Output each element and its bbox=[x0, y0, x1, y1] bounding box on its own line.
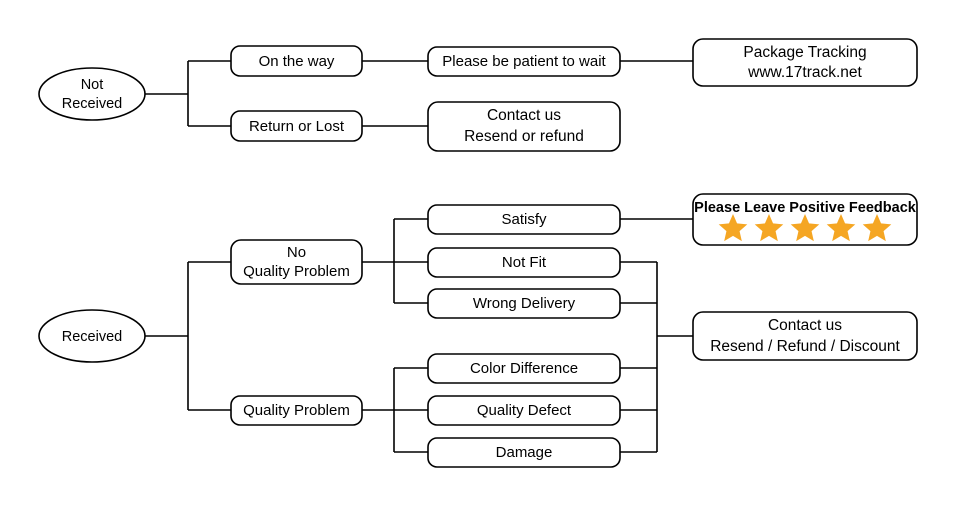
no-quality-problem-box bbox=[230, 239, 363, 285]
received-label: Received bbox=[62, 329, 122, 345]
connectors-not-received bbox=[145, 60, 693, 127]
contact-resend-refund-box bbox=[427, 101, 621, 152]
satisfy-label: Satisfy bbox=[501, 211, 547, 228]
package-tracking-label-line1: Package Tracking bbox=[743, 44, 866, 61]
please-wait-label: Please be patient to wait bbox=[442, 53, 606, 70]
positive-feedback-label: Please Leave Positive Feedback bbox=[694, 200, 917, 216]
contact-discount-box bbox=[692, 311, 918, 361]
node-contact-discount[interactable]: Contact us Resend / Refund / Discount bbox=[692, 311, 918, 361]
star-icon[interactable] bbox=[754, 214, 784, 242]
no-quality-problem-label-line2: Quality Problem bbox=[243, 263, 350, 280]
node-return-or-lost[interactable]: Return or Lost bbox=[230, 110, 363, 142]
not-fit-box bbox=[427, 247, 621, 278]
node-on-the-way[interactable]: On the way bbox=[230, 45, 363, 77]
quality-problem-label: Quality Problem bbox=[243, 402, 350, 419]
wrong-delivery-box bbox=[427, 288, 621, 319]
node-satisfy[interactable]: Satisfy bbox=[427, 204, 621, 235]
not-received-ellipse bbox=[38, 67, 146, 121]
node-contact-resend-refund[interactable]: Contact us Resend or refund bbox=[427, 101, 621, 152]
star-icon[interactable] bbox=[826, 214, 856, 242]
satisfy-box bbox=[427, 204, 621, 235]
damage-box bbox=[427, 437, 621, 468]
received-ellipse bbox=[38, 309, 146, 363]
node-no-quality-problem[interactable]: No Quality Problem bbox=[230, 239, 363, 285]
color-difference-label: Color Difference bbox=[470, 360, 578, 377]
contact-resend-refund-line1: Contact us bbox=[487, 107, 561, 124]
wrong-delivery-label: Wrong Delivery bbox=[473, 295, 576, 312]
quality-defect-label: Quality Defect bbox=[477, 402, 572, 419]
node-color-difference[interactable]: Color Difference bbox=[427, 353, 621, 384]
not-received-label-line2: Received bbox=[62, 96, 122, 112]
node-positive-feedback[interactable]: Please Leave Positive Feedback bbox=[692, 193, 918, 246]
node-wrong-delivery[interactable]: Wrong Delivery bbox=[427, 288, 621, 319]
node-not-fit[interactable]: Not Fit bbox=[427, 247, 621, 278]
node-not-received[interactable]: Not Received bbox=[38, 67, 146, 121]
package-tracking-url: www.17track.net bbox=[747, 64, 862, 81]
star-rating[interactable] bbox=[718, 214, 892, 242]
contact-resend-refund-line2: Resend or refund bbox=[464, 128, 584, 145]
quality-problem-box bbox=[230, 395, 363, 426]
return-or-lost-label: Return or Lost bbox=[249, 118, 345, 135]
star-icon[interactable] bbox=[790, 214, 820, 242]
node-damage[interactable]: Damage bbox=[427, 437, 621, 468]
node-received[interactable]: Received bbox=[38, 309, 146, 363]
not-received-label-line1: Not bbox=[81, 77, 104, 93]
node-quality-defect[interactable]: Quality Defect bbox=[427, 395, 621, 426]
contact-discount-line1: Contact us bbox=[768, 317, 842, 334]
contact-discount-line2: Resend / Refund / Discount bbox=[710, 338, 900, 355]
on-the-way-box bbox=[230, 45, 363, 77]
on-the-way-label: On the way bbox=[259, 53, 335, 70]
package-tracking-box bbox=[692, 38, 918, 87]
node-quality-problem[interactable]: Quality Problem bbox=[230, 395, 363, 426]
connectors-received bbox=[145, 218, 693, 453]
star-icon[interactable] bbox=[718, 214, 748, 242]
color-difference-box bbox=[427, 353, 621, 384]
please-wait-box bbox=[427, 46, 621, 77]
no-quality-problem-label-line1: No bbox=[287, 244, 306, 261]
not-fit-label: Not Fit bbox=[502, 254, 547, 271]
star-icon[interactable] bbox=[862, 214, 892, 242]
damage-label: Damage bbox=[496, 444, 553, 461]
quality-defect-box bbox=[427, 395, 621, 426]
return-or-lost-box bbox=[230, 110, 363, 142]
node-please-wait[interactable]: Please be patient to wait bbox=[427, 46, 621, 77]
node-package-tracking[interactable]: Package Tracking www.17track.net bbox=[692, 38, 918, 87]
